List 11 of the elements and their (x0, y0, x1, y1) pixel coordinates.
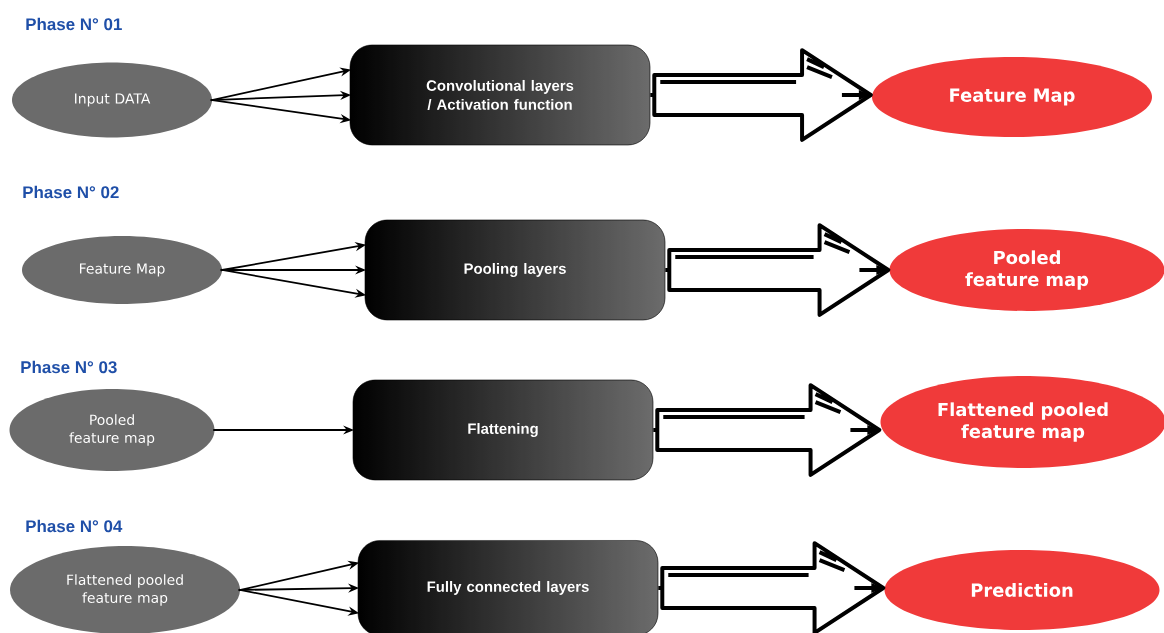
layer-box: Convolutional layers / Activation function (349, 44, 651, 146)
block-arrow (656, 541, 886, 633)
phase-label: Phase N° 01 (26, 17, 122, 31)
block-arrow (651, 383, 882, 477)
block-arrow (648, 48, 873, 142)
layer-box: Fully connected layers (357, 540, 659, 633)
phase-label: Phase N° 02 (23, 185, 119, 199)
layer-box: Flattening (352, 379, 654, 481)
phase-label: Phase N° 04 (26, 519, 123, 533)
layer-box: Pooling layers (364, 219, 666, 321)
block-arrow (663, 223, 891, 317)
